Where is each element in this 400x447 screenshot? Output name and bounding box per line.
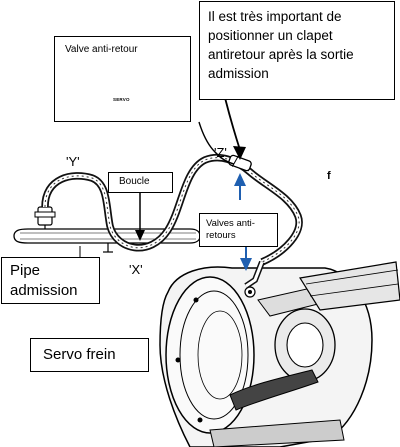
intake-pipe-callout: Pipe admission: [1, 257, 100, 304]
loop-callout: Boucle: [108, 172, 173, 193]
intake-hose-fitting: [34, 206, 56, 229]
point-label-y: 'Y': [66, 154, 80, 169]
brake-servo-callout: Servo frein: [30, 338, 149, 372]
check-valves-callout: Valves anti-retours: [199, 213, 278, 247]
point-label-f: f: [327, 170, 331, 182]
check-valve-callout: Valve anti-retour: [54, 36, 191, 122]
point-label-z: 'Z': [214, 145, 227, 160]
brake-servo-label: Servo frein: [43, 346, 116, 363]
loop-label: Boucle: [119, 176, 150, 187]
point-label-x: 'X': [129, 262, 143, 277]
important-note-box: Il est très important de positionner un …: [199, 1, 395, 100]
intake-manifold-pipe: [13, 228, 201, 253]
vacuum-hose: [41, 153, 303, 266]
intake-pipe-label: Pipe admission: [10, 262, 78, 300]
check-valve-z: [228, 154, 252, 172]
valve-marking: SERVO: [113, 97, 130, 102]
check-valve-title: Valve anti-retour: [65, 44, 138, 55]
brake-servo-body: [159, 260, 400, 447]
check-valves-label: Valves anti-retours: [206, 218, 255, 242]
important-note-text: Il est très important de positionner un …: [208, 9, 354, 81]
